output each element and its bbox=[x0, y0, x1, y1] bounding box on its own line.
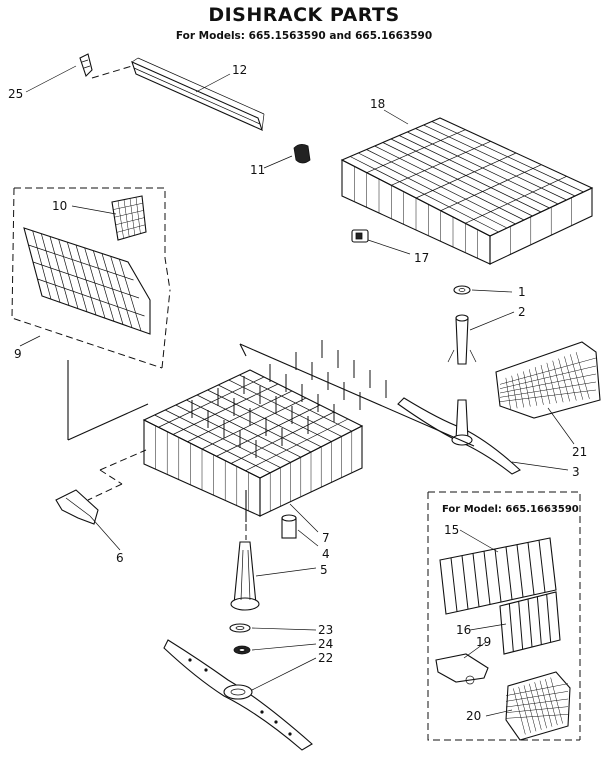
callout-25: 25 bbox=[8, 87, 23, 101]
callout-17: 17 bbox=[414, 251, 429, 265]
part-18-upper-rack bbox=[340, 117, 594, 265]
callout-6: 6 bbox=[116, 551, 124, 565]
callout-10: 10 bbox=[52, 199, 67, 213]
callout-23: 23 bbox=[318, 623, 333, 637]
part-9-group-box bbox=[11, 187, 171, 369]
diagram-subtitle: For Models: 665.1563590 and 665.1663590 bbox=[175, 30, 433, 42]
callout-2: 2 bbox=[518, 305, 526, 319]
part-2-spray-tube bbox=[447, 314, 477, 365]
part-10-basket-lid bbox=[111, 195, 147, 241]
diagram-title: DISHRACK PARTS bbox=[208, 4, 400, 26]
callout-16: 16 bbox=[456, 623, 471, 637]
part-20-basket bbox=[505, 671, 571, 741]
part-3-spray-arm bbox=[397, 397, 521, 475]
callout-9: 9 bbox=[14, 347, 22, 361]
part-17-clip bbox=[351, 229, 369, 243]
part-16-comb bbox=[499, 591, 561, 655]
callout-3: 3 bbox=[572, 465, 580, 479]
inset-note: For Model: 665.1663590 bbox=[442, 504, 579, 515]
inset-box bbox=[427, 491, 581, 741]
part-11-end-cap bbox=[293, 144, 311, 164]
part-25-clip bbox=[79, 53, 133, 79]
callout-15: 15 bbox=[444, 523, 459, 537]
callout-21: 21 bbox=[572, 445, 587, 459]
callout-5: 5 bbox=[320, 563, 328, 577]
part-24-ring bbox=[233, 645, 251, 655]
part-6-bracket bbox=[55, 489, 99, 525]
callout-20: 20 bbox=[466, 709, 481, 723]
callout-18: 18 bbox=[370, 97, 385, 111]
callout-11: 11 bbox=[250, 163, 265, 177]
callout-19: 19 bbox=[476, 635, 491, 649]
part-23-washer bbox=[229, 623, 251, 633]
leader-lines bbox=[19, 65, 575, 717]
callouts: 25 12 11 18 17 10 9 1 2 21 3 7 4 5 6 23 … bbox=[8, 63, 587, 723]
part-1-washer bbox=[453, 285, 471, 295]
callout-12: 12 bbox=[232, 63, 247, 77]
lower-rack-guide-lines bbox=[67, 343, 475, 540]
part-5-lower-tube bbox=[230, 541, 260, 611]
part-21-basket-lid bbox=[495, 341, 601, 419]
part-9-basket-side bbox=[23, 227, 151, 335]
callout-7: 7 bbox=[322, 531, 330, 545]
part-4-coupling bbox=[281, 514, 297, 539]
callout-4: 4 bbox=[322, 547, 330, 561]
part-19-holder bbox=[435, 653, 489, 685]
callout-1: 1 bbox=[518, 285, 526, 299]
part-12-rail bbox=[131, 57, 265, 132]
callout-24: 24 bbox=[318, 637, 333, 651]
part-7-lower-rack bbox=[142, 340, 387, 517]
callout-22: 22 bbox=[318, 651, 333, 665]
part-15-comb bbox=[439, 537, 557, 615]
part-22-lower-spray-arm bbox=[163, 639, 313, 751]
